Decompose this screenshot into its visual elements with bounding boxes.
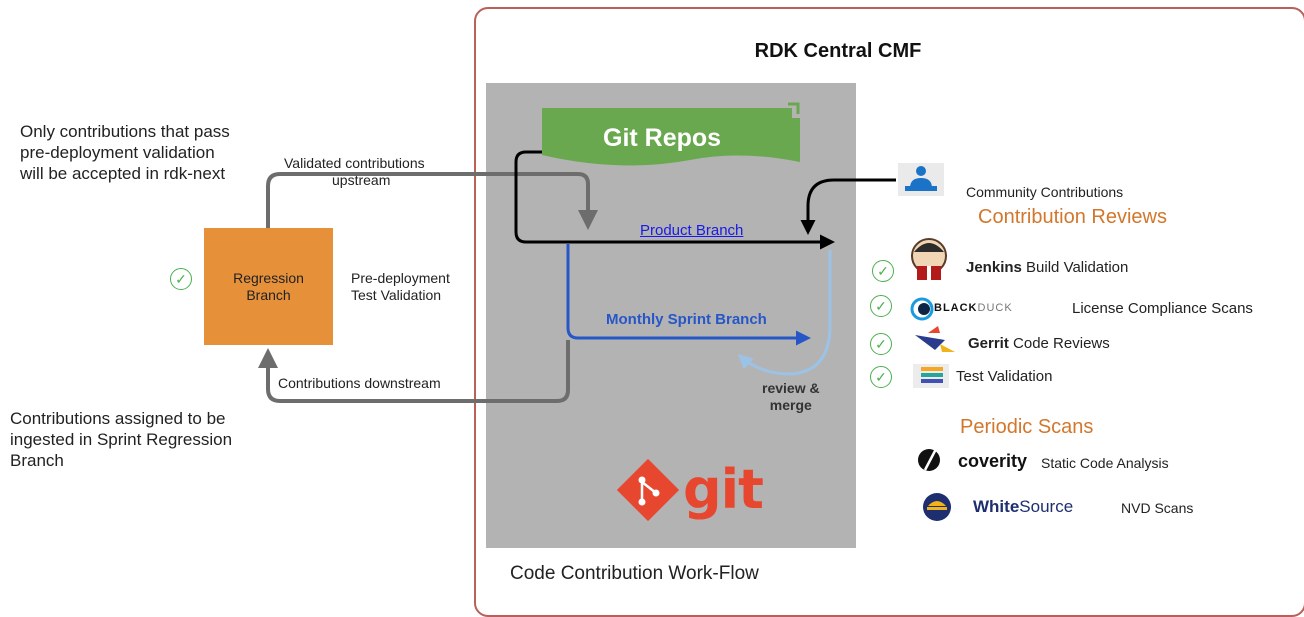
pre-deployment-label: Pre-deployment Test Validation xyxy=(351,270,450,303)
periodic-scans-heading: Periodic Scans xyxy=(960,416,1094,438)
product-branch-link[interactable]: Product Branch xyxy=(640,222,744,239)
diagram-title: RDK Central CMF xyxy=(754,40,922,62)
whitesource-scan-row: NVD Scans xyxy=(1121,500,1194,516)
monthly-sprint-line xyxy=(566,244,811,346)
gerrit-review-row: Gerrit Code Reviews xyxy=(968,335,1110,352)
upstream-arrow xyxy=(266,172,598,230)
coverity-icon xyxy=(918,448,940,471)
regression-branch-box: Regression Branch xyxy=(204,228,333,345)
git-logo-text: git xyxy=(683,458,764,521)
review-merge-label: review & merge xyxy=(762,380,820,413)
blackduck-review-row: License Compliance Scans xyxy=(1072,300,1253,317)
regression-check-icon: ✓ xyxy=(170,268,192,290)
downstream-arrow xyxy=(258,340,570,403)
upstream-label: Validated contributions upstream xyxy=(284,155,425,188)
git-repos-label: Git Repos xyxy=(603,124,722,152)
accepted-note: Only contributions that pass pre-deploym… xyxy=(20,122,230,183)
product-branch-line xyxy=(514,150,835,250)
coverity-scan-row: Static Code Analysis xyxy=(1041,455,1169,471)
gerrit-icon xyxy=(915,326,955,352)
test-validation-icon xyxy=(913,364,949,388)
blackduck-check-icon: ✓ xyxy=(870,295,892,317)
git-repos-banner xyxy=(542,108,800,166)
blackduck-logo-text: BLACKDUCK xyxy=(934,302,1013,314)
monthly-sprint-branch-label: Monthly Sprint Branch xyxy=(606,311,767,328)
downstream-label: Contributions downstream xyxy=(278,375,441,391)
workflow-label: Code Contribution Work-Flow xyxy=(510,563,759,584)
jenkins-review-row: Jenkins Build Validation xyxy=(966,259,1129,276)
git-logo-icon xyxy=(616,458,680,522)
blackduck-icon xyxy=(910,297,934,321)
whitesource-icon xyxy=(923,493,951,521)
jenkins-check-icon: ✓ xyxy=(872,260,894,282)
test-validation-check-icon: ✓ xyxy=(870,366,892,388)
coverity-logo-text: coverity xyxy=(958,451,1028,471)
whitesource-logo-text: WhiteSource xyxy=(973,497,1074,516)
review-merge-arrow xyxy=(737,250,832,376)
community-contributions-label: Community Contributions xyxy=(966,184,1124,200)
contributor-icon xyxy=(898,163,944,196)
gerrit-check-icon: ✓ xyxy=(870,333,892,355)
sprint-assignment-note: Contributions assigned to be ingested in… xyxy=(10,409,233,470)
contribution-reviews-heading: Contribution Reviews xyxy=(978,206,1167,228)
jenkins-icon xyxy=(911,238,947,280)
test-validation-row: Test Validation xyxy=(956,368,1053,385)
community-arrow xyxy=(800,178,896,235)
